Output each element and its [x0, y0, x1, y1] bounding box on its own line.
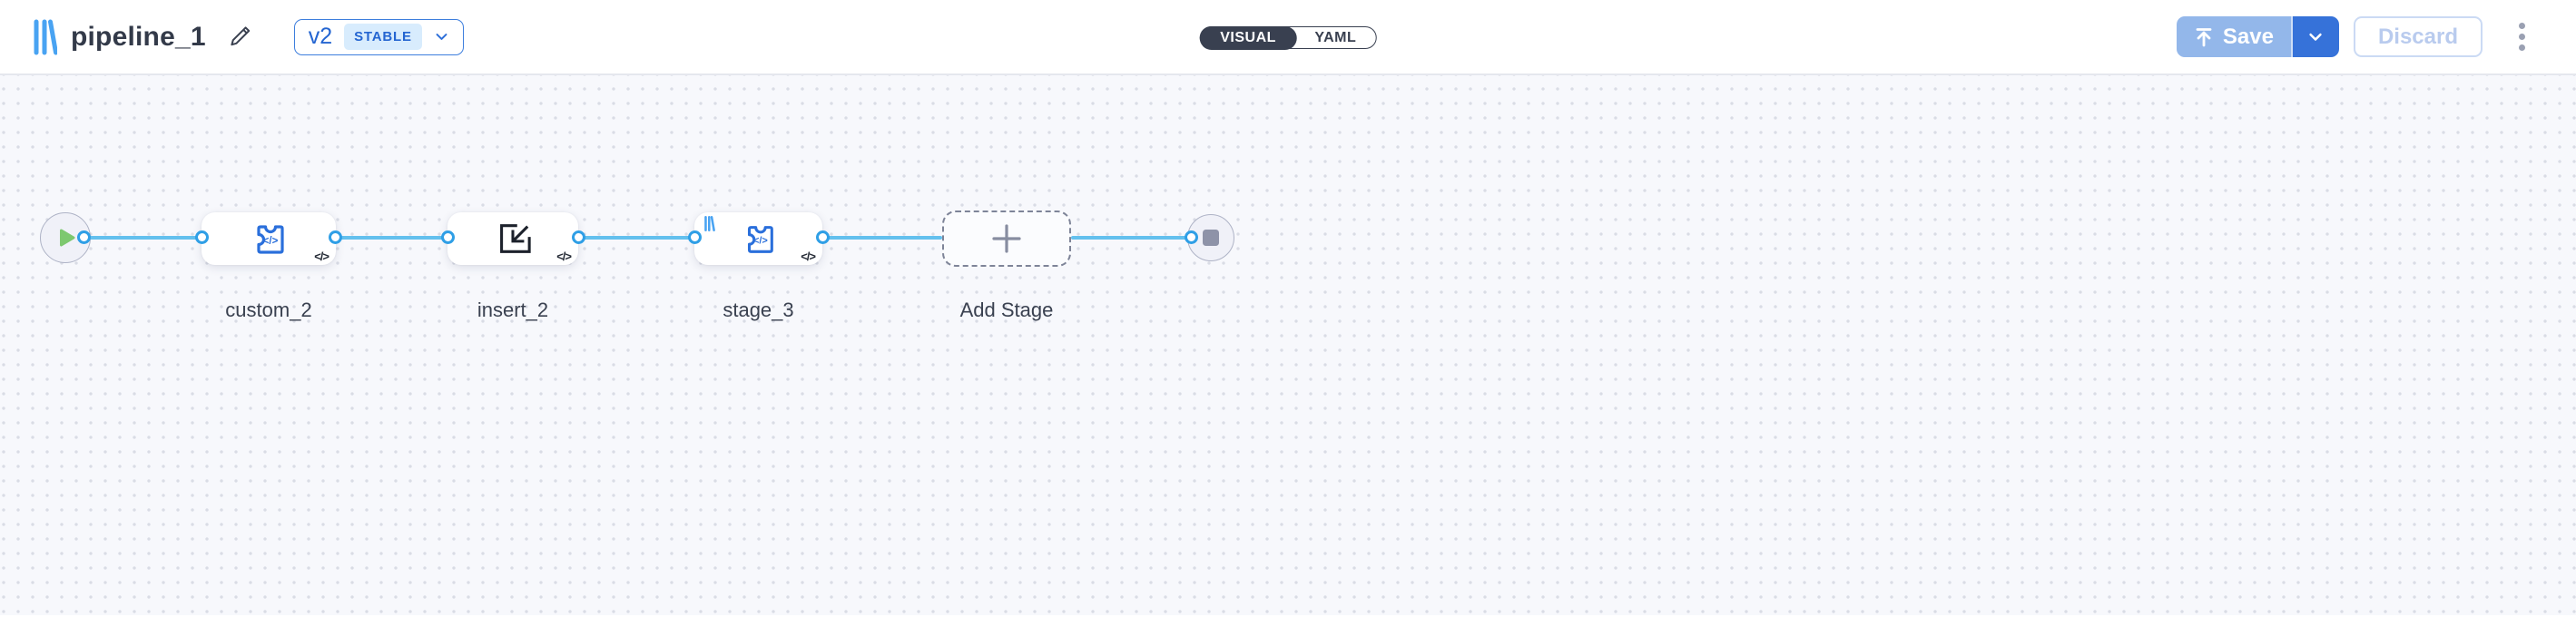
library-badge-icon	[703, 216, 716, 231]
puzzle-code-icon: </>	[740, 220, 778, 258]
tab-yaml[interactable]: YAML	[1295, 27, 1375, 48]
svg-text:</>: </>	[263, 236, 279, 247]
view-mode-toggle: VISUAL YAML	[1199, 25, 1377, 50]
node-insert_2[interactable]: </>	[447, 212, 578, 265]
port-insert2-in[interactable]	[440, 230, 455, 244]
library-logo-icon	[33, 19, 57, 55]
port-start-out[interactable]	[76, 230, 91, 244]
add-stage-button[interactable]	[942, 211, 1071, 267]
port-custom2-out[interactable]	[328, 230, 342, 244]
save-split-button: Save	[2176, 16, 2339, 57]
node-label-stage_3: stage_3	[723, 299, 794, 321]
node-label-add-stage: Add Stage	[959, 299, 1054, 321]
header-actions: Save Discard	[2176, 16, 2532, 57]
edge-addstage-end	[1071, 236, 1191, 240]
port-end-in[interactable]	[1184, 230, 1198, 244]
node-label-insert_2: insert_2	[477, 299, 549, 321]
edit-title-button[interactable]	[224, 20, 256, 54]
pencil-icon	[228, 24, 252, 51]
import-icon	[494, 220, 532, 258]
code-type-badge: </>	[801, 250, 816, 263]
kebab-dot	[2519, 34, 2525, 40]
port-insert2-out[interactable]	[571, 230, 585, 244]
svg-text:</>: </>	[752, 236, 767, 247]
puzzle-code-icon: </>	[249, 219, 289, 259]
play-icon	[58, 228, 76, 248]
app-header: pipeline_1 v2 STABLE VISUAL YAML	[0, 0, 2576, 75]
port-stage3-out[interactable]	[815, 230, 830, 244]
edge-custom2-insert2	[335, 236, 447, 240]
chevron-down-icon	[2306, 28, 2325, 46]
edge-start-custom2	[84, 236, 202, 240]
kebab-dot	[2519, 23, 2525, 29]
edge-stage3-addstage	[822, 236, 942, 240]
page-title: pipeline_1	[71, 21, 206, 52]
chevron-down-icon	[434, 29, 449, 44]
port-custom2-in[interactable]	[194, 230, 209, 244]
more-options-button[interactable]	[2512, 17, 2532, 56]
tab-visual[interactable]: VISUAL	[1199, 25, 1297, 50]
edge-insert2-stage3	[578, 236, 694, 240]
save-button[interactable]: Save	[2176, 16, 2293, 57]
version-label: v2	[308, 24, 333, 49]
node-custom_2[interactable]: </> </>	[202, 212, 336, 265]
code-type-badge: </>	[556, 250, 572, 263]
discard-button[interactable]: Discard	[2353, 16, 2483, 57]
version-status-badge: STABLE	[344, 24, 422, 50]
save-button-label: Save	[2222, 24, 2274, 49]
stop-icon	[1203, 230, 1219, 246]
node-stage_3[interactable]: </> </>	[694, 212, 822, 265]
port-stage3-in[interactable]	[687, 230, 702, 244]
node-label-custom_2: custom_2	[225, 299, 312, 321]
save-options-caret[interactable]	[2292, 16, 2339, 57]
kebab-dot	[2519, 44, 2525, 51]
pipeline-canvas[interactable]: </> </> </> </>	[0, 75, 2576, 615]
code-type-badge: </>	[314, 250, 329, 263]
upload-icon	[2194, 26, 2214, 48]
version-selector[interactable]: v2 STABLE	[293, 18, 464, 55]
plus-icon	[989, 221, 1024, 256]
